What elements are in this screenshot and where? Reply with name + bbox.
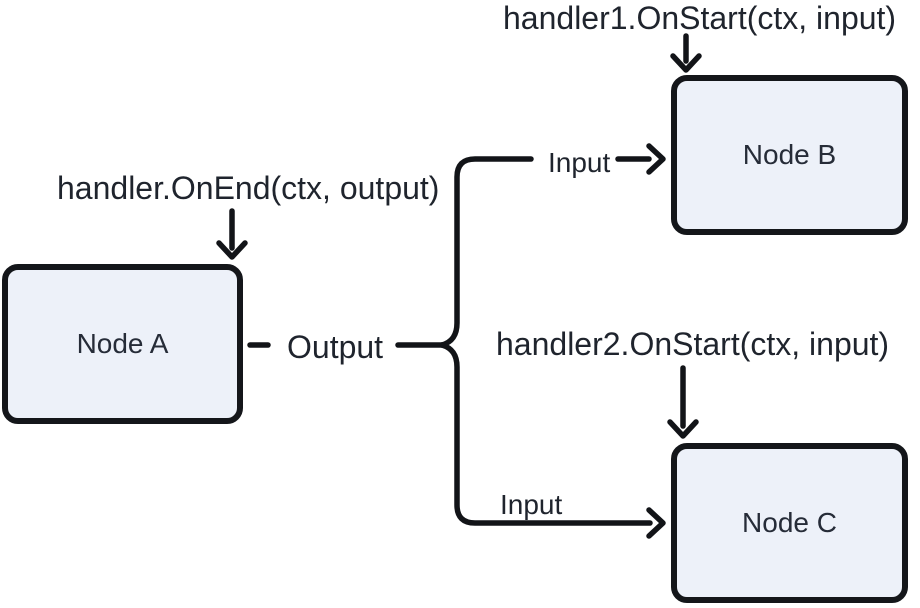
edge-label-output: Output bbox=[287, 329, 384, 365]
edge-label-input-top: Input bbox=[548, 147, 611, 178]
annotation-handler1-onstart: handler1.OnStart(ctx, input) bbox=[503, 0, 897, 36]
arrow-into-node-b-head bbox=[646, 143, 666, 175]
node-b-label: Node B bbox=[742, 139, 837, 170]
edge-label-input-bottom: Input bbox=[500, 489, 563, 520]
handler-onend-arrow-head bbox=[216, 240, 248, 260]
node-c-box: Node C bbox=[671, 443, 908, 603]
handler1-onstart-arrow-head bbox=[670, 53, 702, 73]
annotation-handler-onend: handler.OnEnd(ctx, output) bbox=[57, 170, 440, 206]
node-c-label: Node C bbox=[742, 507, 837, 538]
brace-split-top-branch bbox=[439, 156, 534, 348]
node-a-label: Node A bbox=[76, 328, 169, 359]
brace-split-bottom-branch bbox=[439, 342, 653, 526]
node-b-box: Node B bbox=[671, 75, 908, 235]
handler2-onstart-arrow-head bbox=[667, 419, 699, 439]
annotation-handler2-onstart: handler2.OnStart(ctx, input) bbox=[496, 326, 890, 362]
arrow-into-node-c-head bbox=[646, 507, 666, 539]
node-a-box: Node A bbox=[2, 264, 243, 424]
